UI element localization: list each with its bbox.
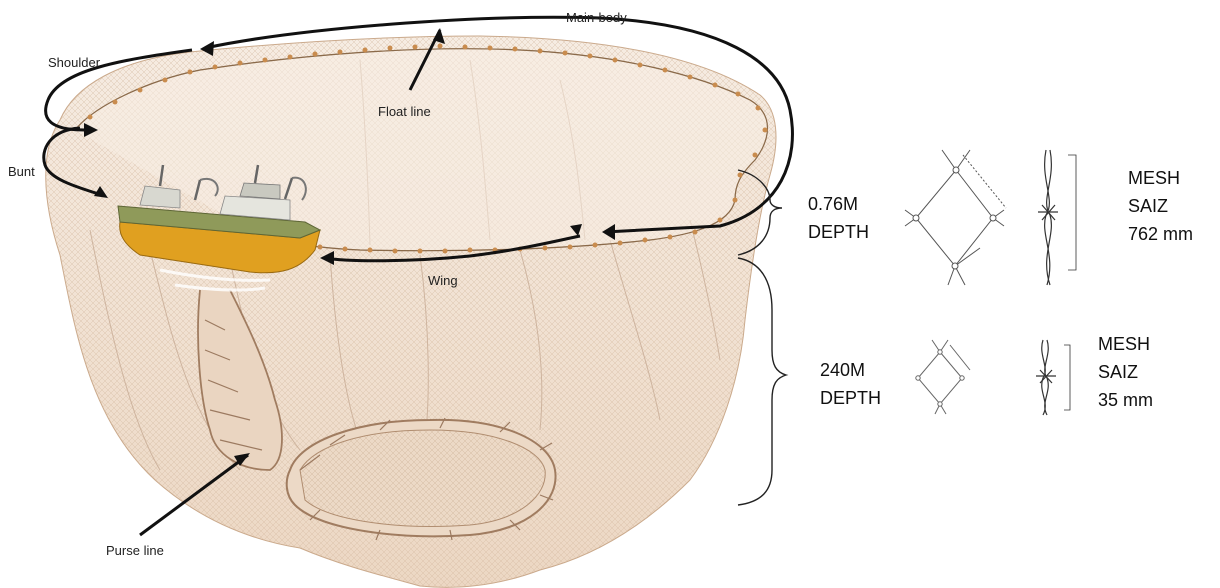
label-purse-line: Purse line xyxy=(106,543,164,558)
mesh-diagram-small xyxy=(916,340,970,414)
mesh-lower-line1: MESH xyxy=(1098,330,1153,358)
mesh-lower-line2: SAIZ xyxy=(1098,358,1153,386)
mesh-size-lower: MESH SAIZ 35 mm xyxy=(1098,330,1153,414)
label-float-line: Float line xyxy=(378,104,431,119)
depth-lower-label: 240M DEPTH xyxy=(820,356,881,412)
depth-lower-value: 240M xyxy=(820,356,881,384)
depth-lower-word: DEPTH xyxy=(820,384,881,412)
label-main-body: Main-body xyxy=(566,10,627,25)
label-wing: Wing xyxy=(428,273,458,288)
depth-upper-label: 0.76M DEPTH xyxy=(808,190,869,246)
mesh-upper-line1: MESH xyxy=(1128,164,1193,192)
depth-upper-word: DEPTH xyxy=(808,218,869,246)
mesh-lower-line3: 35 mm xyxy=(1098,386,1153,414)
label-bunt: Bunt xyxy=(8,164,35,179)
mesh-size-upper: MESH SAIZ 762 mm xyxy=(1128,164,1193,248)
label-shoulder: Shoulder xyxy=(48,55,100,70)
mesh-diagram-large xyxy=(905,150,1006,285)
depth-upper-value: 0.76M xyxy=(808,190,869,218)
mesh-side-small xyxy=(1036,340,1070,415)
mesh-upper-line3: 762 mm xyxy=(1128,220,1193,248)
mesh-side-large xyxy=(1038,150,1076,285)
mesh-upper-line2: SAIZ xyxy=(1128,192,1193,220)
